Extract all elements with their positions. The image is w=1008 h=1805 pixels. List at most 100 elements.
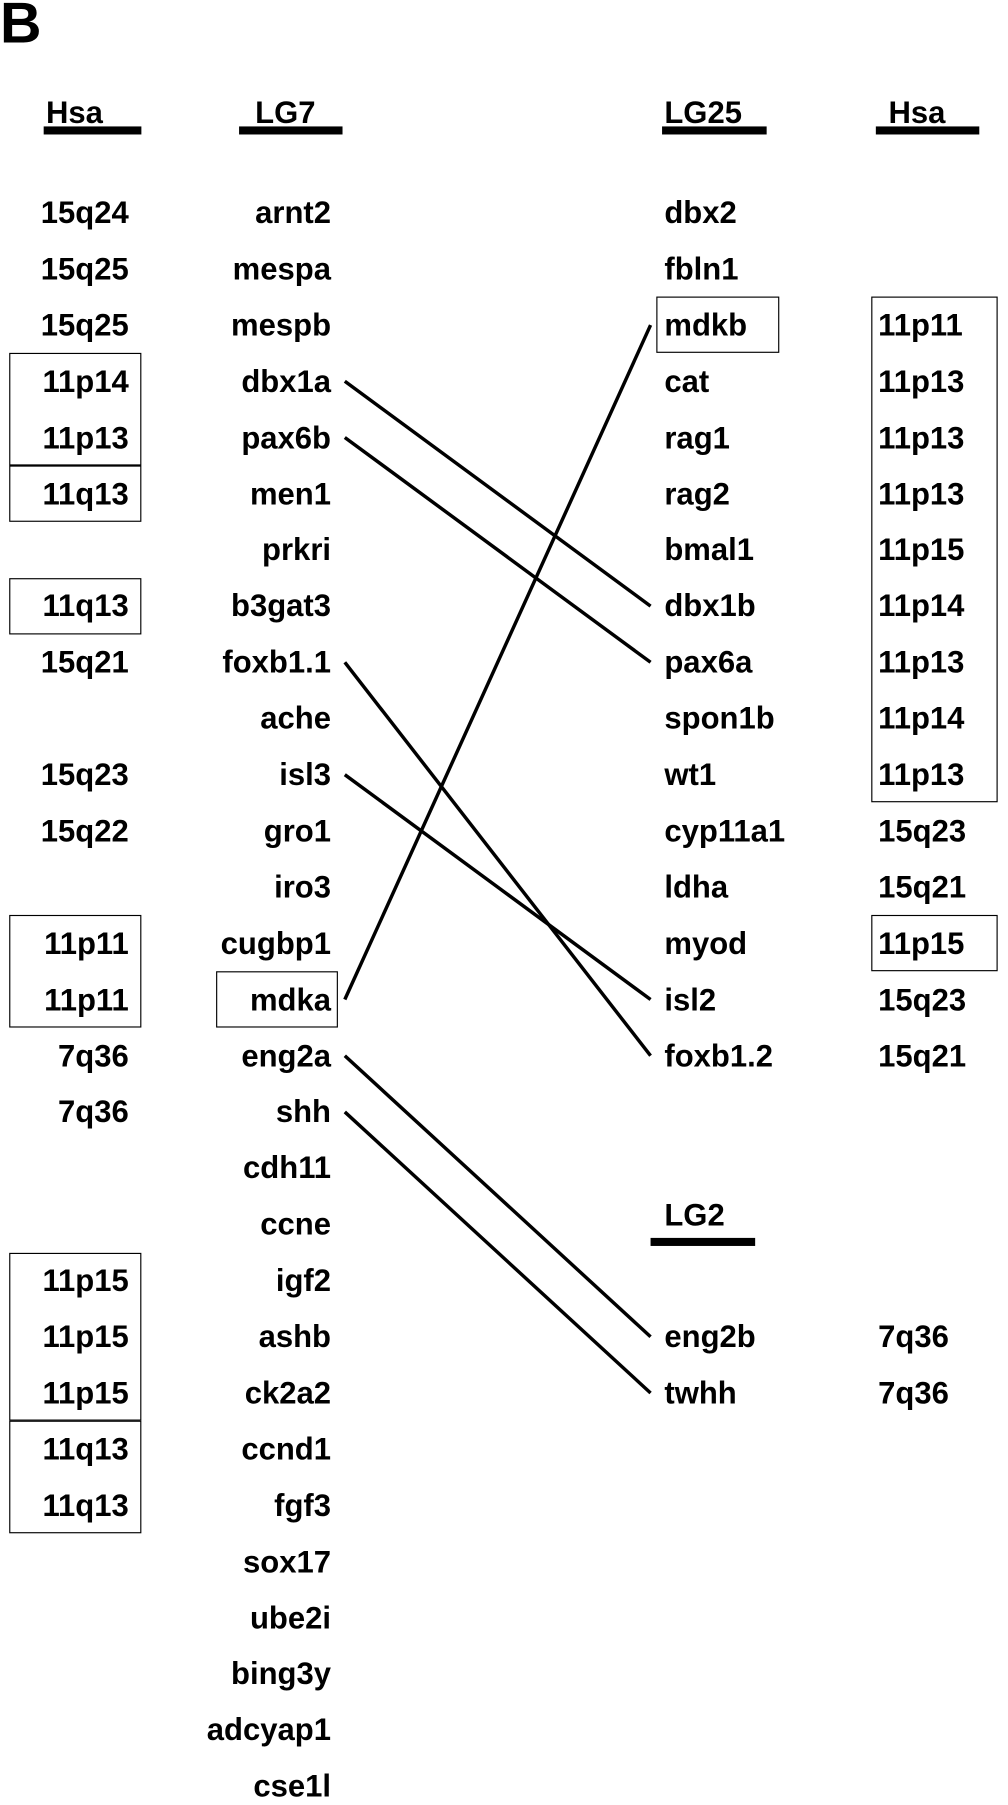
header-lg2: LG2	[664, 1197, 725, 1233]
synteny-box	[9, 465, 142, 522]
lg7-gene: dbx1a	[241, 364, 332, 399]
lg7-gene: ccne	[260, 1207, 332, 1242]
lg7-gene: ashb	[258, 1319, 332, 1354]
lg7-gene: mespb	[230, 307, 332, 343]
hsa-location-left: 11q13	[42, 588, 129, 624]
lg7-gene: foxb1.1	[222, 645, 332, 680]
lg7-gene: mdka	[249, 982, 332, 1017]
hsa-location-right: 11p14	[878, 701, 965, 736]
hsa-location-left: 7q36	[57, 1038, 129, 1073]
lg25-gene: mdkb	[664, 307, 748, 343]
lg7-gene: cdh11	[243, 1150, 332, 1186]
lg7-gene: eng2a	[241, 1038, 332, 1073]
lg25-gene: spon1b	[664, 701, 775, 736]
lg25-gene: ldha	[664, 869, 729, 905]
hsa-location-left: 11p15	[42, 1263, 129, 1298]
lg7-gene: cugbp1	[220, 926, 332, 961]
hsa-location-right: 7q36	[878, 1375, 949, 1411]
lg25-gene: dbx1b	[664, 588, 756, 624]
lg7-gene: pax6b	[241, 420, 332, 455]
hsa-location-left: 15q25	[40, 251, 129, 287]
hsa-location-right: 11p13	[878, 420, 965, 455]
lg2-gene: twhh	[664, 1375, 737, 1411]
hsa-location-left: 15q24	[40, 195, 129, 230]
lg25-gene: foxb1.2	[664, 1038, 774, 1073]
header-hsa-right: Hsa	[888, 95, 946, 130]
hsa-location-left: 15q25	[40, 307, 129, 343]
hsa-location-left: 11q13	[42, 476, 129, 511]
lg25-gene: bmal1	[664, 532, 755, 568]
lg7-gene: iro3	[274, 869, 332, 905]
header-bar	[650, 1237, 756, 1246]
lg7-gene: cse1l	[253, 1769, 332, 1804]
lg25-gene: myod	[664, 926, 748, 961]
hsa-location-right: 11p15	[878, 926, 965, 961]
hsa-location-left: 15q23	[40, 757, 129, 792]
lg25-gene: pax6a	[664, 645, 753, 680]
lg7-gene: men1	[249, 476, 332, 511]
synteny-box	[9, 353, 142, 466]
lg7-gene: shh	[275, 1094, 332, 1130]
synteny-box	[871, 915, 998, 972]
lg25-gene: fbln1	[664, 251, 739, 287]
lg25-gene: rag2	[664, 476, 730, 511]
hsa-location-right: 15q21	[878, 869, 967, 905]
lg7-gene: adcyap1	[206, 1712, 332, 1748]
synteny-box	[9, 1252, 142, 1421]
hsa-location-right: 7q36	[878, 1319, 949, 1354]
lg25-gene: cat	[664, 364, 710, 399]
hsa-location-left: 11p11	[44, 926, 129, 961]
synteny-box	[216, 971, 338, 1028]
hsa-location-right: 11p15	[878, 532, 965, 568]
synteny-box	[9, 1420, 142, 1534]
hsa-location-left: 7q36	[57, 1094, 129, 1130]
lg7-gene: ck2a2	[244, 1375, 332, 1411]
lg7-gene: b3gat3	[230, 588, 332, 624]
lg25-gene: isl2	[664, 982, 717, 1017]
connection-line-dbx1a-dbx1b	[343, 379, 652, 608]
lg7-gene: isl3	[279, 757, 332, 792]
hsa-location-left: 11p13	[42, 420, 129, 455]
synteny-box	[9, 915, 142, 1028]
lg7-gene: igf2	[275, 1263, 332, 1298]
header-bar	[662, 126, 767, 135]
header-hsa-left: Hsa	[45, 95, 103, 130]
lg7-gene: prkri	[262, 532, 332, 568]
header-bar	[239, 126, 343, 135]
lg25-gene: rag1	[664, 420, 730, 455]
lg25-gene: wt1	[664, 757, 717, 792]
hsa-location-left: 15q21	[40, 645, 129, 680]
hsa-location-left: 11p15	[42, 1375, 129, 1411]
connection-line-shh-twhh	[343, 1110, 652, 1395]
lg7-gene: fgf3	[274, 1488, 332, 1523]
hsa-location-right: 15q23	[878, 813, 967, 849]
lg7-gene: ache	[260, 701, 332, 736]
header-bar	[875, 126, 980, 135]
hsa-location-right: 11p14	[878, 588, 965, 624]
hsa-location-right: 11p13	[878, 476, 965, 511]
hsa-location-right: 11p11	[878, 307, 963, 343]
hsa-location-right: 11p13	[878, 645, 965, 680]
hsa-location-left: 11q13	[42, 1431, 129, 1467]
synteny-box	[871, 296, 998, 803]
hsa-location-right: 11p13	[878, 364, 965, 399]
connection-line-isl3-isl2	[343, 773, 652, 1001]
synteny-box	[9, 577, 142, 635]
lg7-gene: gro1	[263, 813, 332, 849]
lg7-gene: bing3y	[231, 1656, 332, 1692]
panel-label: B	[0, 0, 42, 56]
lg25-gene: cyp11a1	[664, 813, 786, 849]
connection-line-pax6b-pax6a	[343, 436, 652, 664]
header-bar	[43, 126, 142, 135]
header-lg25: LG25	[664, 95, 742, 130]
connection-line-mdka-mdkb	[343, 324, 653, 1001]
lg2-gene: eng2b	[664, 1319, 756, 1354]
header-lg7: LG7	[255, 95, 316, 130]
lg25-gene: dbx2	[664, 195, 737, 230]
hsa-location-right: 15q21	[878, 1038, 967, 1073]
hsa-location-left: 15q22	[40, 813, 129, 849]
connection-line-eng2a-eng2b	[343, 1054, 652, 1339]
hsa-location-left: 11p14	[42, 364, 129, 399]
